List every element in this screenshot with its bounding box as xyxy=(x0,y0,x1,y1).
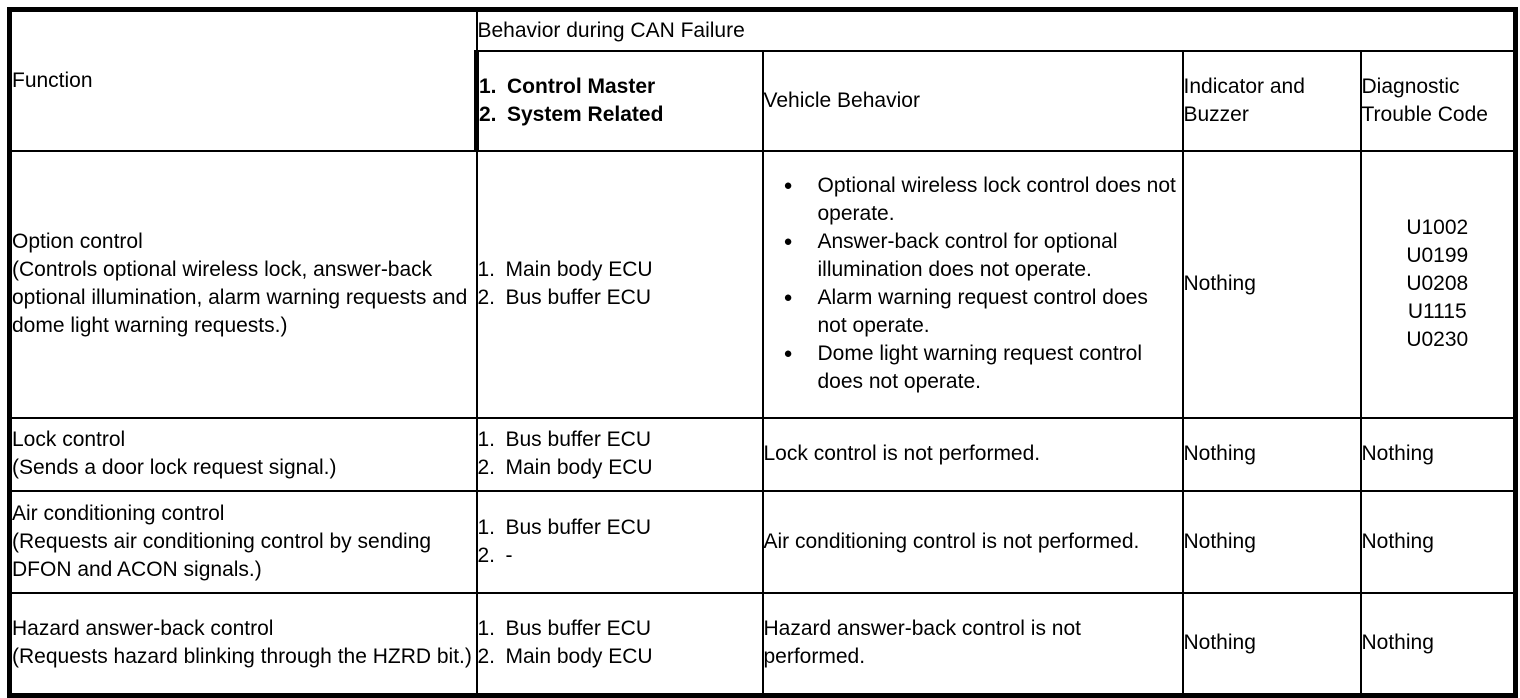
indicator-buzzer-cell: Nothing xyxy=(1181,416,1362,492)
header-master-line-1: 1. Control Master xyxy=(479,73,761,101)
header-vehicle-behavior: Vehicle Behavior xyxy=(761,49,1184,152)
function-title: Hazard answer-back control xyxy=(12,617,274,641)
dtc-code: U0199 xyxy=(1406,244,1469,267)
dtc-cell: Nothing xyxy=(1359,489,1519,594)
can-failure-table: Function Behavior during CAN Failure 1. … xyxy=(7,7,1519,698)
list-number: 1. xyxy=(477,428,496,451)
table-row-hazard-answer-back-control: Hazard answer-back control (Requests haz… xyxy=(7,591,1519,698)
header-indicator-buzzer: Indicator and Buzzer xyxy=(1181,49,1362,152)
vehicle-behavior-cell: Air conditioning control is not performe… xyxy=(761,489,1184,594)
function-title: Option control xyxy=(12,230,143,253)
table-row-air-conditioning-control: Air conditioning control (Requests air c… xyxy=(7,489,1519,594)
list-item: ● Answer-back control for optional illum… xyxy=(783,228,1181,284)
function-description: (Requests air conditioning control by se… xyxy=(12,529,432,581)
header-function: Function xyxy=(7,7,478,152)
bullet-icon: ● xyxy=(783,289,793,306)
list-number: 1. xyxy=(477,258,496,281)
list-item: ● Optional wireless lock control does no… xyxy=(783,172,1181,228)
list-number: 1. xyxy=(477,617,496,641)
vehicle-behavior-cell: Lock control is not performed. xyxy=(761,416,1184,492)
list-number: 2. xyxy=(477,286,496,309)
dtc-code-list: U1002 U0199 U0208 U1115 U0230 xyxy=(1363,214,1511,354)
bullet-icon: ● xyxy=(783,233,793,250)
list-number: 1. xyxy=(477,515,496,539)
function-description: (Requests hazard blinking through the HZ… xyxy=(12,645,472,669)
list-number: 2. xyxy=(477,645,496,669)
dtc-cell: Nothing xyxy=(1359,416,1519,492)
dtc-cell: Nothing xyxy=(1359,591,1519,698)
bullet-icon: ● xyxy=(783,345,793,362)
dtc-code: U0208 xyxy=(1406,272,1469,295)
function-description: (Sends a door lock request signal.) xyxy=(12,456,337,479)
indicator-buzzer-cell: Nothing xyxy=(1181,591,1362,698)
control-master-cell: 1. Main body ECU 2. Bus buffer ECU xyxy=(475,149,764,419)
function-description: (Controls optional wireless lock, answer… xyxy=(12,258,468,337)
header-control-master: 1. Control Master 2. System Related xyxy=(474,49,764,152)
header-behavior-group: Behavior during CAN Failure xyxy=(475,7,1519,52)
function-title: Lock control xyxy=(12,428,126,451)
vehicle-behavior-cell: ● Optional wireless lock control does no… xyxy=(761,149,1184,419)
list-number: 1. xyxy=(479,74,497,98)
list-number: 2. xyxy=(477,456,496,479)
vehicle-behavior-cell: Hazard answer-back control is not perfor… xyxy=(761,591,1184,698)
control-master-cell: 1. Bus buffer ECU 2. Main body ECU xyxy=(475,591,764,698)
function-cell: Lock control (Sends a door lock request … xyxy=(7,416,478,492)
function-cell: Air conditioning control (Requests air c… xyxy=(7,489,478,594)
table-row-lock-control: Lock control (Sends a door lock request … xyxy=(7,416,1519,492)
dtc-cell: U1002 U0199 U0208 U1115 U0230 xyxy=(1359,149,1519,419)
function-cell: Option control (Controls optional wirele… xyxy=(7,149,478,419)
control-master-cell: 1. Bus buffer ECU 2. Main body ECU xyxy=(475,416,764,492)
header-row-sub: 1. Control Master 2. System Related Vehi… xyxy=(10,49,1519,152)
control-master-cell: 1. Bus buffer ECU 2. - xyxy=(475,489,764,594)
function-title: Air conditioning control xyxy=(12,501,225,525)
list-number: 2. xyxy=(477,543,496,567)
master-line-1: 1. Bus buffer ECU xyxy=(477,426,761,454)
behavior-bullet-list: ● Optional wireless lock control does no… xyxy=(765,172,1181,396)
master-line-2: 2. - xyxy=(477,542,761,570)
master-line-2: 2. Bus buffer ECU xyxy=(477,284,761,312)
master-line-1: 1. Bus buffer ECU xyxy=(477,514,761,542)
list-item: ● Alarm warning request control does not… xyxy=(783,284,1181,340)
master-line-2: 2. Main body ECU xyxy=(477,454,761,482)
header-diagnostic-trouble-code: Diagnostic Trouble Code xyxy=(1359,49,1519,152)
list-number: 2. xyxy=(479,102,497,126)
table-row-option-control: Option control (Controls optional wirele… xyxy=(7,149,1519,419)
dtc-code: U1115 xyxy=(1407,300,1467,323)
header-row-group: Function Behavior during CAN Failure xyxy=(7,7,1519,152)
indicator-buzzer-cell: Nothing xyxy=(1181,149,1362,419)
function-cell: Hazard answer-back control (Requests haz… xyxy=(7,591,478,698)
list-item: ● Dome light warning request control doe… xyxy=(783,340,1181,396)
master-line-2: 2. Main body ECU xyxy=(477,643,761,671)
master-line-1: 1. Bus buffer ECU xyxy=(477,615,761,643)
dtc-code: U1002 xyxy=(1406,216,1469,239)
bullet-icon: ● xyxy=(783,177,793,194)
header-master-line-2: 2. System Related xyxy=(479,101,761,129)
master-line-1: 1. Main body ECU xyxy=(477,256,761,284)
indicator-buzzer-cell: Nothing xyxy=(1181,489,1362,594)
dtc-code: U0230 xyxy=(1406,328,1469,351)
